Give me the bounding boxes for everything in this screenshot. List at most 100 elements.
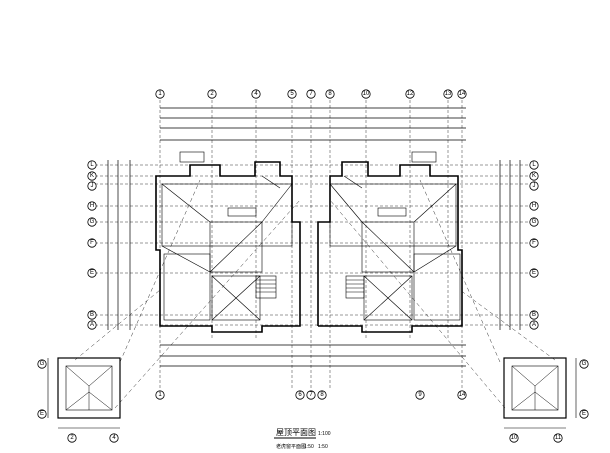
axis-label: F (90, 240, 94, 246)
axis-left: L K J H G F E B A (87, 160, 97, 330)
axis-label: K (90, 173, 94, 179)
axis-label: E (90, 270, 94, 276)
axis-bubble: 5 (287, 89, 297, 99)
axis-label: 5 (290, 91, 294, 97)
detail-dimensions (47, 358, 577, 429)
axis-bubble: E (579, 409, 589, 419)
axis-bubble: L (87, 160, 97, 170)
axis-bubble: B (529, 310, 539, 320)
axis-label: H (90, 203, 94, 209)
axis-label: 1 (158, 392, 162, 398)
axis-label: 8 (328, 91, 332, 97)
axis-label: 7 (309, 392, 313, 398)
axis-label: 8 (320, 392, 324, 398)
axis-label: 9 (418, 392, 422, 398)
drawing-subtitle-scale-a: 1:50 (304, 444, 314, 450)
axis-bubble: 8 (325, 89, 335, 99)
axis-label: K (532, 173, 536, 179)
axis-bubble: 2 (207, 89, 217, 99)
axis-label: 4 (112, 435, 116, 441)
axis-bubble: 2 (67, 433, 77, 443)
axis-label: A (532, 322, 536, 328)
axis-bubble: K (87, 171, 97, 181)
axis-label: 10 (363, 91, 370, 97)
axis-bubble: 7 (306, 390, 316, 400)
axis-bubble: J (87, 181, 97, 191)
axis-bubble: J (529, 181, 539, 191)
axis-label: 13 (445, 91, 452, 97)
axis-bubble: H (87, 201, 97, 211)
drawing-title: 屋顶平面图 (276, 428, 316, 437)
axis-bubble: L (529, 160, 539, 170)
axis-bubble: 1 (155, 390, 165, 400)
axis-label: 14 (459, 91, 466, 97)
axis-label: B (532, 312, 536, 318)
axis-label: G (90, 219, 95, 225)
roof-lines (161, 151, 461, 321)
axis-label: A (90, 322, 94, 328)
axis-bubble: G (87, 217, 97, 227)
axis-bubble: 11 (553, 433, 563, 443)
axis-label: J (91, 183, 94, 189)
axis-label: 12 (407, 91, 414, 97)
axis-bubble: 12 (405, 89, 415, 99)
dormer-detail-left (57, 357, 121, 419)
axis-top: 1 2 4 5 7 8 10 12 13 14 (155, 89, 467, 99)
drawing-subtitle: 老虎窗平面图 (276, 443, 306, 450)
axis-label: 7 (309, 91, 313, 97)
axis-label: 14 (459, 392, 466, 398)
axis-label: 4 (254, 91, 258, 97)
axis-label: J (533, 183, 536, 189)
axis-bubble: F (87, 238, 97, 248)
axis-detail-right: 10 11 G E (509, 359, 589, 443)
axis-bubble: 13 (443, 89, 453, 99)
axis-bubble: 7 (306, 89, 316, 99)
axis-bubble: 4 (109, 433, 119, 443)
axis-label: G (532, 219, 537, 225)
drawing-title-scale: 1:100 (318, 431, 331, 437)
axis-bottom: 1 6 7 8 9 14 (155, 390, 467, 400)
axis-bubble: 10 (361, 89, 371, 99)
axis-bubble: B (87, 310, 97, 320)
axis-label: E (532, 270, 536, 276)
axis-bubble: 10 (509, 433, 519, 443)
axis-bubble: H (529, 201, 539, 211)
axis-bubble: A (87, 320, 97, 330)
axis-label: G (40, 361, 45, 367)
axis-bubble: 8 (317, 390, 327, 400)
axis-bubble: 6 (295, 390, 305, 400)
axis-bubble: K (529, 171, 539, 181)
axis-label: 6 (298, 392, 302, 398)
axis-label: H (532, 203, 536, 209)
axis-bubble: G (37, 359, 47, 369)
axis-bubble: 14 (457, 390, 467, 400)
axis-bubble: F (529, 238, 539, 248)
building-outline (155, 161, 463, 333)
axis-bubble: 4 (251, 89, 261, 99)
axis-bubble: A (529, 320, 539, 330)
axis-bubble: E (529, 268, 539, 278)
axis-bubble: E (87, 268, 97, 278)
axis-label: 10 (511, 435, 518, 441)
axis-label: 11 (555, 435, 562, 441)
axis-label: 2 (70, 435, 74, 441)
dimension-lines (107, 107, 521, 367)
axis-bubble: 14 (457, 89, 467, 99)
axis-bubble: E (37, 409, 47, 419)
axis-right: L K J H G F E B A (529, 160, 539, 330)
axis-label: E (582, 411, 586, 417)
axis-label: L (90, 162, 94, 168)
drawing-title-block: 屋顶平面图 1:100 老虎窗平面图 1:50 1:50 (274, 428, 331, 450)
axis-detail-left: 2 4 G E (37, 359, 119, 443)
axis-label: G (582, 361, 587, 367)
axis-label: L (532, 162, 536, 168)
drawing-subtitle-scale-b: 1:50 (318, 444, 328, 450)
axis-label: 2 (210, 91, 214, 97)
axis-bubble: 9 (415, 390, 425, 400)
axis-label: F (532, 240, 536, 246)
axis-label: B (90, 312, 94, 318)
axis-label: E (40, 411, 44, 417)
reference-leader-lines (74, 179, 556, 409)
